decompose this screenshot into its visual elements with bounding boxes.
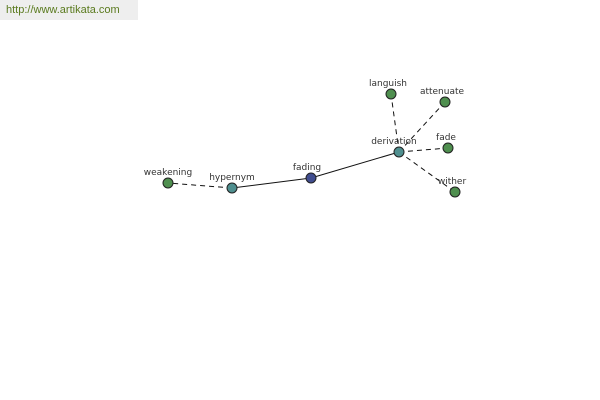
node-languish[interactable]: languish — [369, 79, 407, 100]
edge-derivation-fade — [398, 147, 449, 153]
node-marker-fade[interactable] — [442, 142, 454, 154]
node-label-fading[interactable]: fading — [293, 163, 321, 173]
node-label-weakening[interactable]: weakening — [144, 168, 192, 178]
url-bar: http://www.artikata.com — [0, 0, 138, 20]
node-label-fade[interactable]: fade — [436, 133, 456, 143]
node-wither[interactable]: wither — [438, 177, 467, 198]
node-fading[interactable]: fading — [293, 163, 321, 184]
node-label-languish[interactable]: languish — [369, 79, 407, 89]
edge-derivation-wither — [398, 151, 456, 193]
edge-derivation-attenuate — [398, 101, 446, 153]
node-marker-weakening[interactable] — [162, 177, 174, 189]
node-fade[interactable]: fade — [436, 133, 456, 154]
node-marker-derivation[interactable] — [393, 146, 405, 158]
node-label-hypernym[interactable]: hypernym — [209, 173, 255, 183]
node-label-derivation[interactable]: derivation — [371, 137, 417, 147]
node-label-wither[interactable]: wither — [438, 177, 467, 187]
node-attenuate[interactable]: attenuate — [420, 87, 465, 108]
node-marker-fading[interactable] — [305, 172, 317, 184]
edge-fading-derivation — [310, 151, 400, 179]
node-derivation[interactable]: derivation — [371, 137, 417, 158]
edge-hypernym-weakening — [167, 182, 233, 189]
graph-nodes: fading hypernym derivation weakening languis… — [144, 79, 467, 198]
edge-fading-hypernym — [231, 177, 312, 189]
edge-derivation-languish — [390, 93, 400, 153]
node-label-attenuate[interactable]: attenuate — [420, 87, 465, 97]
node-marker-attenuate[interactable] — [439, 96, 451, 108]
node-weakening[interactable]: weakening — [144, 168, 192, 189]
node-hypernym[interactable]: hypernym — [209, 173, 255, 194]
graph-edges — [167, 93, 456, 193]
node-marker-wither[interactable] — [449, 186, 461, 198]
url-link[interactable]: http://www.artikata.com — [6, 4, 120, 16]
node-marker-languish[interactable] — [385, 88, 397, 100]
node-marker-hypernym[interactable] — [226, 182, 238, 194]
